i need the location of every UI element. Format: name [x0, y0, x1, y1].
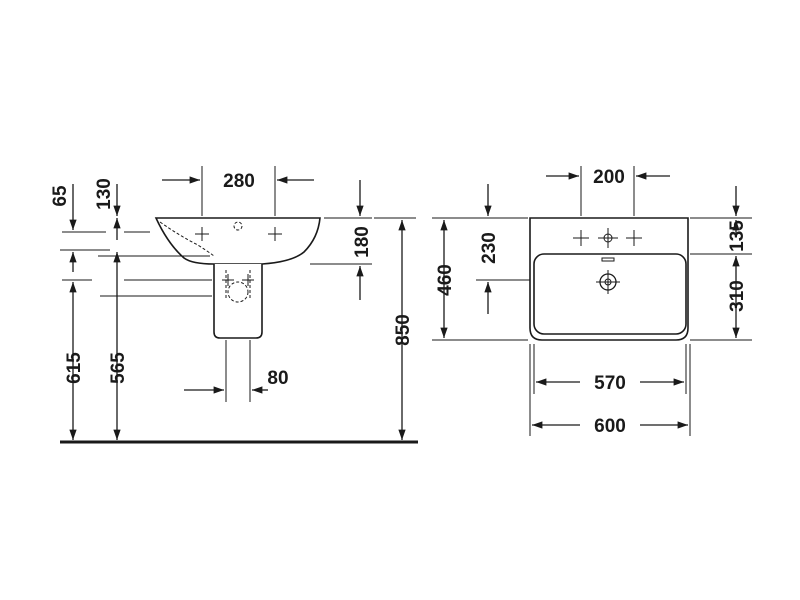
dim-label-600: 600: [594, 416, 626, 437]
dim-label-310: 310: [727, 280, 748, 312]
overflow-hole: [233, 221, 243, 231]
dim-label-80: 80: [267, 368, 288, 389]
faucet-hole-marker: [573, 230, 589, 246]
dim-label-850: 850: [393, 314, 414, 346]
faucet-hole-marker: [268, 227, 282, 241]
dim-label-130: 130: [94, 178, 115, 210]
dim-label-200: 200: [593, 167, 625, 188]
dim-label-135: 135: [727, 220, 748, 252]
dim-label-280: 280: [223, 171, 255, 192]
basin-bowl-hidden-line: [159, 221, 215, 257]
dim-label-230: 230: [479, 232, 500, 264]
pedestal: [213, 264, 263, 339]
dim-label-615: 615: [64, 352, 85, 384]
side-view: 65 130 615 565 280 180 850 80: [50, 166, 418, 444]
trap-hidden-line: [227, 281, 249, 303]
basin-side-profile: [154, 217, 321, 265]
dim-label-65: 65: [50, 185, 71, 207]
overflow-slot: [601, 257, 615, 262]
faucet-hole-marker: [626, 230, 642, 246]
dim-label-460: 460: [435, 264, 456, 296]
drain-marker: [222, 274, 254, 286]
faucet-hole-marker: [598, 228, 618, 248]
basin-bowl-outline: [533, 253, 687, 335]
drain-icon: [596, 270, 620, 294]
faucet-hole-marker: [195, 227, 209, 241]
top-view: 200 460 230 135 310 570 600: [432, 166, 752, 437]
dim-label-565: 565: [108, 352, 129, 384]
dim-label-180: 180: [352, 226, 373, 258]
dim-label-570: 570: [594, 373, 626, 394]
